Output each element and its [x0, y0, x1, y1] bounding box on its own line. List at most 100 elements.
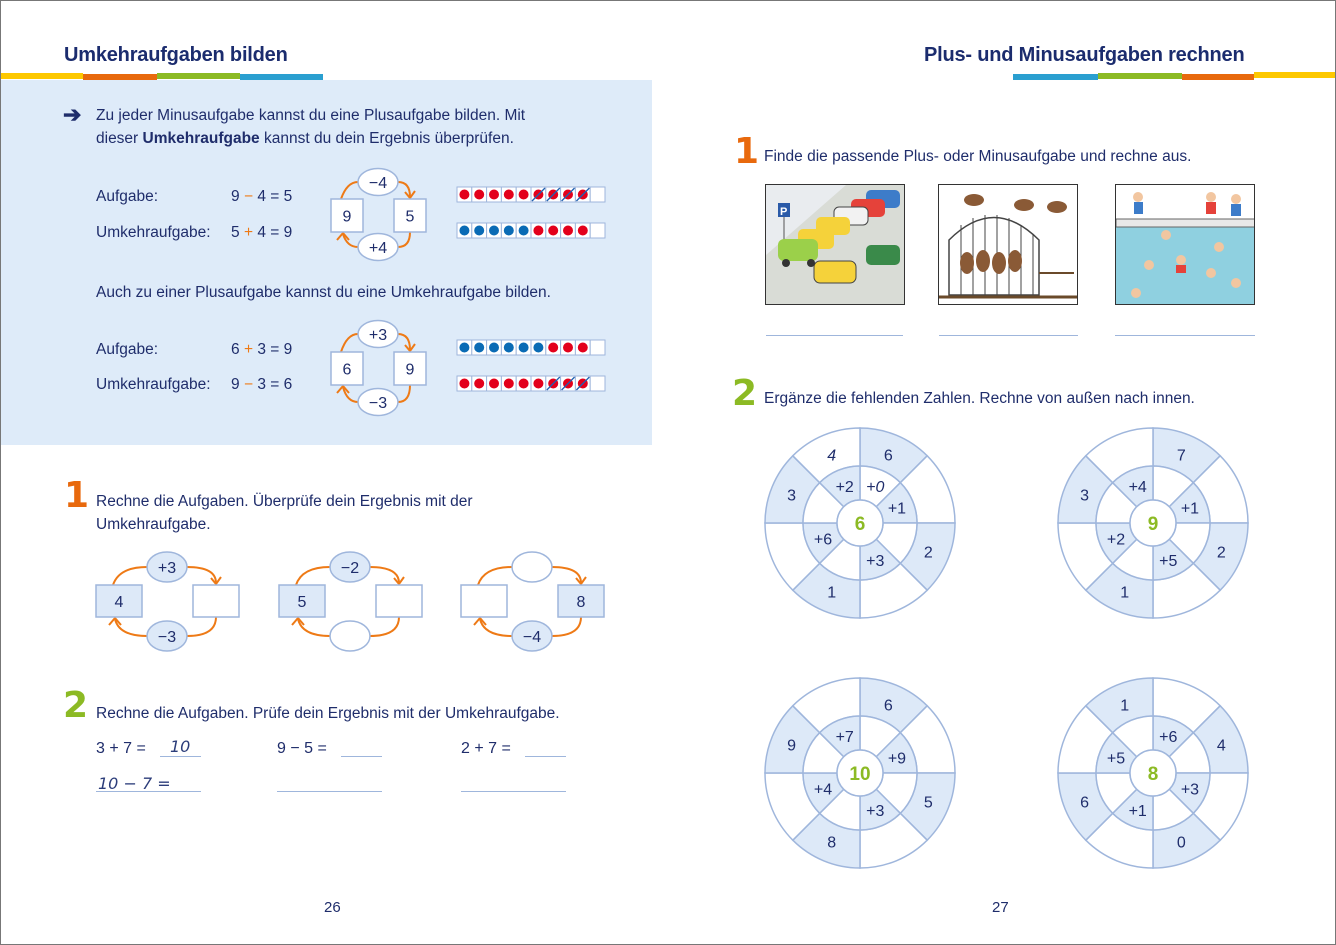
operator-value: −2 [341, 560, 359, 577]
arc-arrow [342, 386, 359, 403]
arc-arrow [340, 333, 359, 353]
box-value: 8 [577, 594, 586, 611]
inner-value: +5 [1159, 553, 1177, 570]
operator-oval [146, 620, 188, 652]
answer-line[interactable] [160, 756, 201, 757]
answer-line[interactable] [525, 756, 566, 757]
inner-value: +5 [1107, 751, 1125, 768]
inner-value: +3 [1181, 781, 1199, 798]
operator-oval [146, 551, 188, 583]
arc-arrow [186, 566, 217, 584]
inner-value: +9 [888, 751, 906, 768]
number-box [95, 584, 143, 618]
check-line[interactable] [277, 791, 382, 792]
ten-frame [456, 186, 606, 203]
check-line[interactable] [461, 791, 566, 792]
number-box[interactable] [192, 584, 240, 618]
arrowhead-icon [575, 576, 587, 586]
outer-value: 6 [1080, 794, 1089, 811]
arc-arrow [114, 618, 148, 637]
wheel-center [1129, 749, 1177, 797]
frame-cell [589, 222, 606, 239]
blue-counter [489, 342, 499, 353]
box-value: 9 [406, 362, 415, 379]
arrowhead-icon [336, 384, 350, 394]
info-intro-line1: Zu jeder Minusaufgabe kannst du eine Plu… [96, 107, 526, 124]
eq-part: 9 [231, 188, 240, 205]
outer-value: 5 [924, 794, 933, 811]
blue-counter [533, 342, 544, 353]
strike-mark [561, 376, 576, 391]
outer-value: 9 [787, 738, 796, 755]
outer-value: 1 [1120, 698, 1129, 715]
calc-task: 2 + 7 = [461, 740, 511, 757]
center-value: 9 [1148, 514, 1159, 535]
operator-oval[interactable] [329, 620, 371, 652]
arc-arrow [397, 384, 411, 403]
operator-oval [511, 620, 553, 652]
operator-oval [329, 551, 371, 583]
task-number: 2 [63, 685, 89, 726]
arc-arrow [397, 181, 411, 198]
red-counter [503, 189, 514, 200]
number-box[interactable] [375, 584, 423, 618]
left-page-title: Umkehraufgaben bilden [64, 44, 288, 66]
red-counter [548, 225, 559, 236]
operator-value: +3 [369, 327, 387, 344]
number-box [330, 198, 364, 233]
eq-operator: − [243, 376, 253, 393]
outer-value: 4 [1217, 738, 1226, 755]
arc-arrow [112, 566, 148, 586]
outer-value: 3 [1080, 488, 1089, 505]
outer-value: 2 [924, 544, 933, 561]
arc-arrow [297, 618, 331, 637]
operator-value: −4 [369, 175, 387, 192]
inner-value: +4 [1129, 479, 1147, 496]
task-number: 1 [64, 475, 90, 516]
blue-counter [474, 342, 485, 353]
info-middle-text: Auch zu einer Plusaufgabe kannst du eine… [96, 284, 551, 301]
operator-value: +3 [158, 560, 176, 577]
arc-arrow [340, 181, 359, 200]
inner-value: +1 [1129, 803, 1147, 820]
arrowhead-icon [473, 616, 487, 626]
check-line[interactable] [96, 791, 201, 792]
blue-counter [459, 225, 470, 236]
red-counter [548, 342, 559, 353]
operator-value: −3 [158, 629, 176, 646]
arc-arrow [551, 616, 582, 637]
number-box [278, 584, 326, 618]
eq-part: 6 [231, 341, 240, 358]
number-box[interactable] [460, 584, 508, 618]
answer-line[interactable] [341, 756, 382, 757]
red-counter [489, 189, 499, 200]
operator-value: −4 [523, 629, 541, 646]
box-value: 9 [343, 209, 352, 226]
eq-operator: + [243, 341, 253, 358]
calc-task: 9 − 5 = [277, 740, 327, 757]
task1-text-line1: Rechne die Aufgaben. Überprüfe dein Erge… [96, 493, 473, 510]
outer-value: 4 [827, 448, 836, 465]
outer-value: 6 [884, 448, 893, 465]
answer-line[interactable] [766, 335, 903, 336]
arc-arrow [551, 566, 582, 584]
arrowhead-icon [108, 616, 122, 626]
page-number: 26 [324, 899, 341, 916]
red-counter [503, 378, 514, 389]
red-counter [459, 189, 470, 200]
operator-oval[interactable] [511, 551, 553, 583]
number-wheel: 6+95+38+49+710 [764, 677, 956, 869]
answer-line[interactable] [939, 335, 1078, 336]
blue-counter [503, 342, 514, 353]
strike-mark [546, 187, 561, 202]
number-box [393, 351, 427, 386]
arrowhead-icon [404, 343, 416, 353]
inner-value: +2 [1107, 531, 1125, 548]
task-number: 2 [732, 373, 758, 414]
answer-line[interactable] [1115, 335, 1255, 336]
example2-task-label: Aufgabe: [96, 341, 159, 358]
